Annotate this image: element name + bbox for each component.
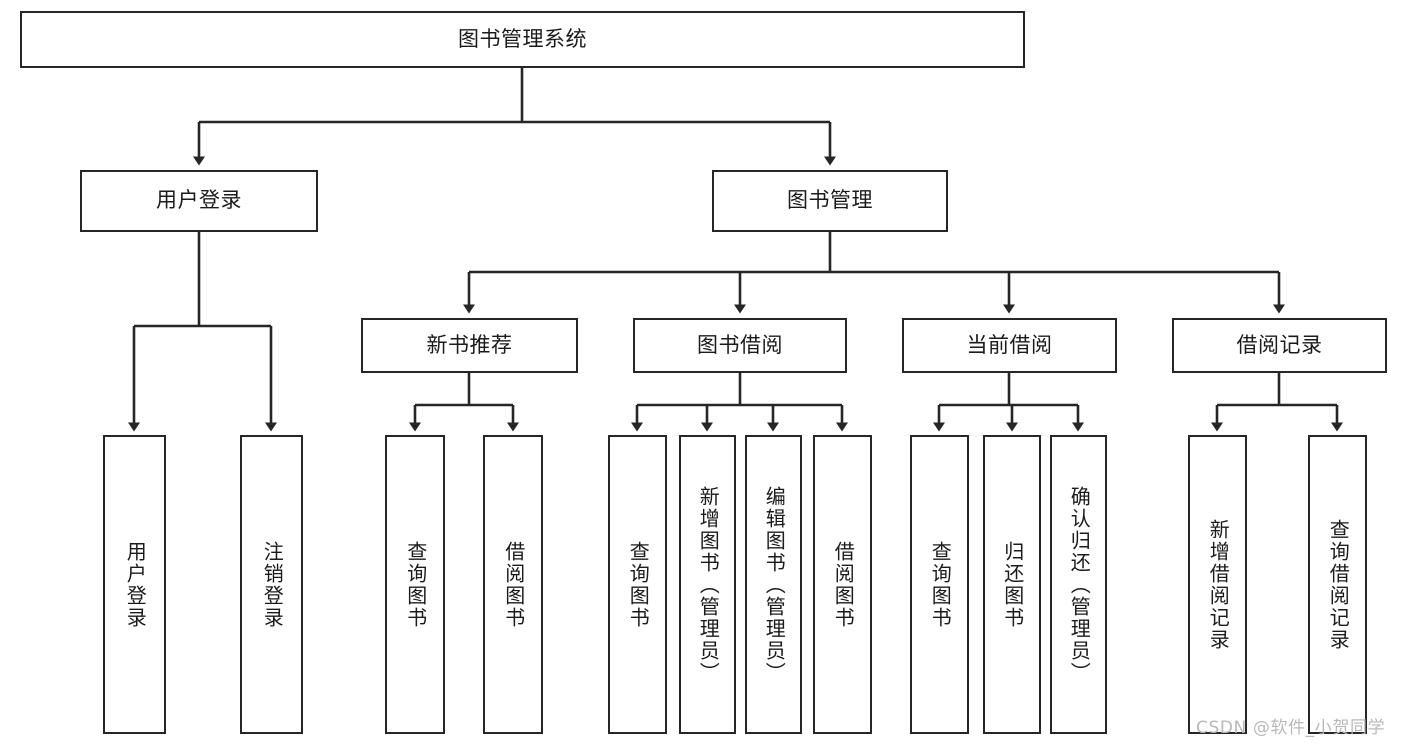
node-leaf-query-book-2[interactable]: 查询图书: [608, 435, 667, 734]
node-leaf-borrow-book-2[interactable]: 借阅图书: [813, 435, 872, 734]
node-book-manage-label: 图书管理: [787, 188, 873, 213]
node-borrow-record[interactable]: 借阅记录: [1172, 318, 1387, 373]
node-leaf-add-book[interactable]: 新增图书（管理员）: [679, 435, 736, 734]
csdn-watermark: CSDN @软件_小贺同学: [1196, 718, 1386, 738]
node-leaf-add-book-label: 新增图书（管理员）: [696, 485, 721, 684]
node-leaf-confirm-return-label: 确认归还（管理员）: [1067, 485, 1092, 684]
node-leaf-query-book-3-label: 查询图书: [928, 540, 953, 629]
node-leaf-add-record-label: 新增借阅记录: [1206, 518, 1231, 651]
node-current-borrow-label: 当前借阅: [966, 332, 1053, 357]
node-root-label: 图书管理系统: [458, 26, 587, 51]
node-leaf-query-book-3[interactable]: 查询图书: [910, 435, 969, 734]
node-book-manage[interactable]: 图书管理: [712, 170, 948, 232]
node-leaf-logout[interactable]: 注销登录: [240, 435, 303, 734]
node-current-borrow[interactable]: 当前借阅: [902, 318, 1117, 373]
node-leaf-borrow-book-2-label: 借阅图书: [831, 540, 856, 629]
node-leaf-user-login-label: 用户登录: [123, 540, 148, 629]
node-new-book-rec-label: 新书推荐: [426, 332, 513, 357]
node-borrow-record-label: 借阅记录: [1236, 332, 1323, 357]
node-leaf-return-book[interactable]: 归还图书: [983, 435, 1041, 734]
node-book-borrow[interactable]: 图书借阅: [633, 318, 847, 373]
node-leaf-user-login[interactable]: 用户登录: [103, 435, 166, 734]
node-leaf-borrow-book-1[interactable]: 借阅图书: [483, 435, 543, 734]
node-leaf-query-record-label: 查询借阅记录: [1326, 518, 1351, 651]
node-leaf-confirm-return[interactable]: 确认归还（管理员）: [1050, 435, 1107, 734]
node-leaf-query-book-1-label: 查询图书: [403, 540, 428, 629]
node-leaf-return-book-label: 归还图书: [1000, 540, 1025, 629]
node-leaf-query-book-1[interactable]: 查询图书: [385, 435, 445, 734]
node-leaf-borrow-book-1-label: 借阅图书: [501, 540, 526, 629]
node-user-login[interactable]: 用户登录: [80, 170, 318, 232]
node-book-borrow-label: 图书借阅: [697, 332, 783, 357]
node-new-book-rec[interactable]: 新书推荐: [361, 318, 578, 373]
node-leaf-logout-label: 注销登录: [260, 540, 285, 629]
node-leaf-query-book-2-label: 查询图书: [626, 540, 651, 629]
node-user-login-label: 用户登录: [156, 188, 242, 213]
node-leaf-edit-book[interactable]: 编辑图书（管理员）: [745, 435, 802, 734]
node-leaf-query-record[interactable]: 查询借阅记录: [1308, 435, 1367, 734]
node-root[interactable]: 图书管理系统: [20, 11, 1025, 68]
node-leaf-add-record[interactable]: 新增借阅记录: [1188, 435, 1247, 734]
node-leaf-edit-book-label: 编辑图书（管理员）: [762, 485, 787, 684]
